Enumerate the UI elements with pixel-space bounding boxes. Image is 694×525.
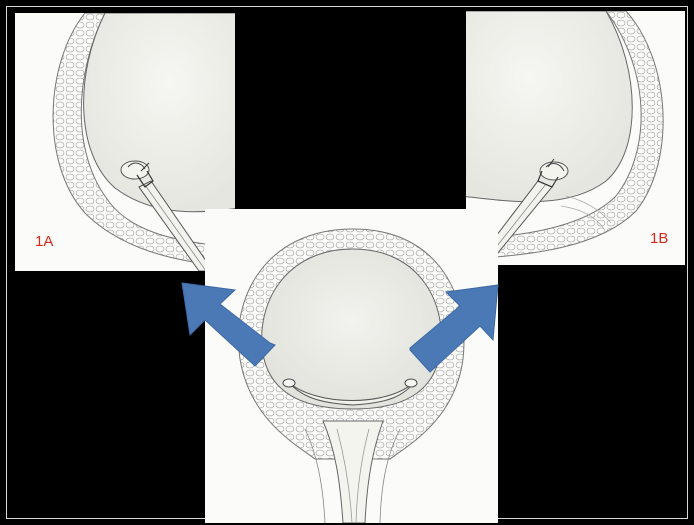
panel-label-1a: 1A — [35, 233, 53, 250]
pointer-arrow-right-icon — [410, 285, 498, 372]
pointer-arrow-left-icon — [182, 283, 275, 366]
panel-label-1b: 1B — [650, 230, 668, 247]
